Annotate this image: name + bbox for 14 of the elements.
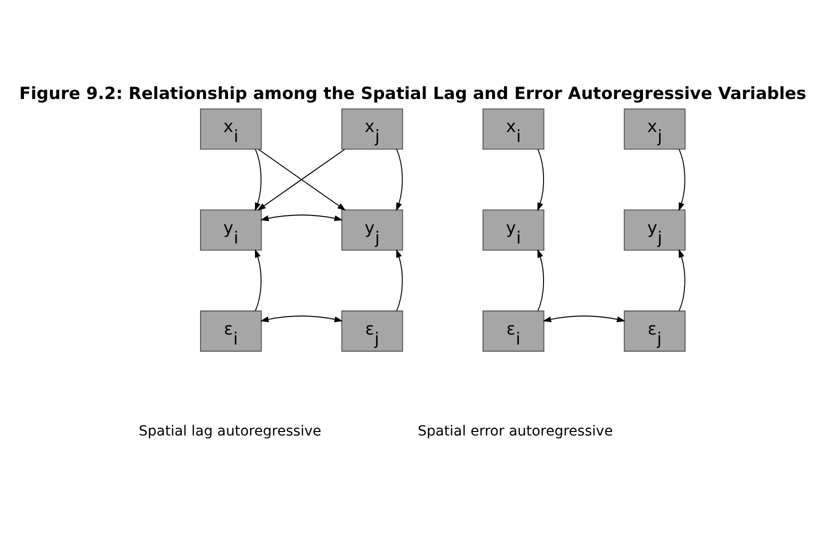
arrow [678, 148, 686, 212]
arrow [260, 316, 343, 322]
arrow [542, 316, 626, 322]
arrow [678, 249, 686, 312]
arrow [254, 249, 262, 312]
arrow [260, 214, 343, 222]
arrow [537, 249, 544, 312]
arrow [396, 249, 403, 312]
arrow [254, 148, 262, 212]
arrow [537, 148, 544, 212]
arrow [396, 148, 403, 212]
label: Spatial lag autoregressive [138, 423, 322, 440]
label: Spatial error autoregressive [418, 423, 613, 440]
diagram-title: Figure 9.2: Relationship among the Spatial Lag and Error Autoregressive Variables [19, 83, 806, 104]
